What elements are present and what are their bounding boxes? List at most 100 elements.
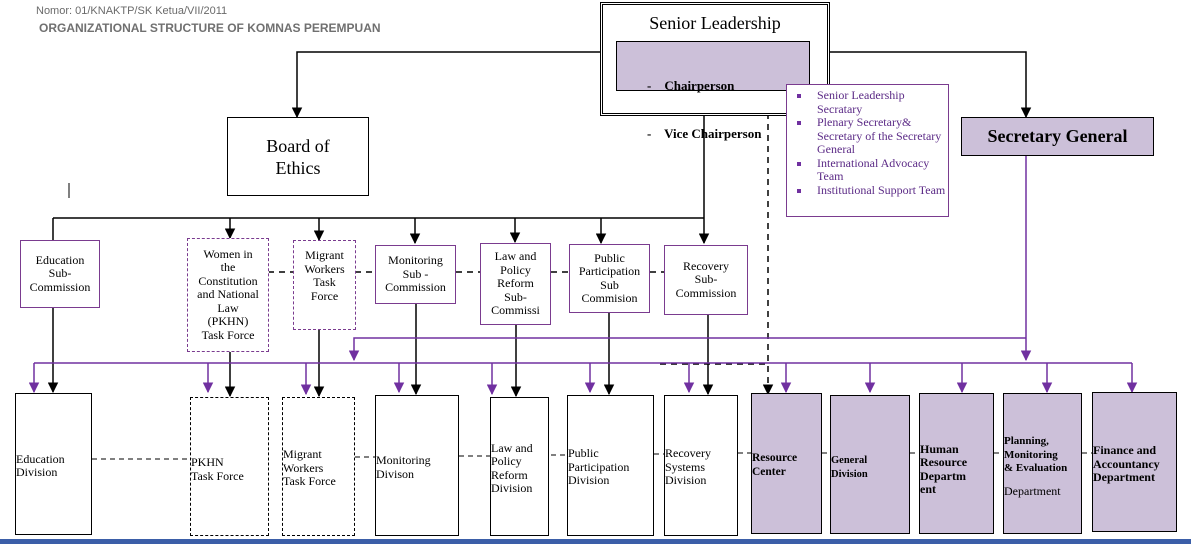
box-line: Resource — [752, 452, 798, 464]
box-line: Commission — [385, 280, 446, 295]
vice-chairperson-label: - Vice Chairperson — [647, 126, 762, 141]
box-line: (PKHN) — [207, 314, 249, 329]
box-line: Commission — [29, 279, 91, 294]
division-public-participation: Public Participation Division — [567, 395, 654, 536]
subcommission-law-policy-reform: Law and Policy Reform Sub- Commissi — [480, 243, 551, 325]
box-line: Sub- — [504, 289, 527, 304]
support-team-item: International Advocacy Team — [787, 156, 948, 184]
box-line: Sub- — [48, 266, 72, 281]
box-line: Divison — [376, 466, 415, 481]
box-line: Systems — [665, 459, 706, 474]
box-line: Force — [310, 288, 339, 303]
box-line: Commision — [581, 291, 638, 305]
box-line: Division — [491, 481, 533, 495]
page-title: ORGANIZATIONAL STRUCTURE OF KOMNAS PEREM… — [39, 21, 381, 35]
box-line: Participation — [568, 459, 630, 474]
board-of-ethics-box: Board of Ethics — [227, 117, 369, 196]
box-line: Workers — [304, 261, 345, 276]
box-line: Accountancy — [1093, 456, 1160, 471]
division-migrant-workers: Migrant Workers Task Force — [282, 397, 355, 536]
box-line: Monitoring — [376, 453, 431, 467]
box-line: Resource — [920, 455, 968, 469]
box-line: Education — [16, 451, 65, 466]
box-line: Planning, — [1004, 435, 1049, 447]
division-law-policy-reform: Law and Policy Reform Division — [490, 397, 549, 536]
box-line: & Evaluation — [1004, 462, 1068, 474]
document-number: Nomor: 01/KNAKTP/SK Ketua/VII/2011 — [36, 5, 228, 17]
box-line: Center — [752, 465, 786, 478]
box-line: Migrant — [305, 248, 344, 262]
support-teams-box: Senior Leadership Secratary Plenary Secr… — [786, 84, 949, 217]
box-line: Task Force — [191, 468, 244, 483]
board-of-ethics-line: Board of — [266, 135, 330, 156]
box-line: Sub- — [694, 272, 718, 287]
box-line: Task — [313, 275, 336, 289]
support-team-item: Institutional Support Team — [787, 183, 948, 198]
box-line: Task Force — [283, 474, 336, 489]
box-line: Monitoring — [1004, 448, 1058, 461]
box-line: Recovery — [683, 258, 729, 273]
box-line: Reform — [491, 467, 528, 482]
department-human-resource: Human Resource Departm ent — [919, 393, 994, 534]
box-line: Public — [594, 250, 625, 265]
bottom-accent-bar — [0, 539, 1191, 544]
box-line: Task Force — [201, 327, 255, 342]
box-line: Education — [35, 252, 85, 267]
box-line: Monitoring — [388, 253, 443, 268]
box-line: Policy — [491, 454, 522, 468]
box-line: Law and — [491, 440, 533, 455]
box-line: PKHN — [191, 455, 224, 469]
division-education: Education Division — [15, 393, 92, 535]
box-line: Human — [920, 441, 959, 456]
chairperson-box: - Chairperson - Vice Chairperson — [616, 41, 810, 141]
subcommission-public-participation: Public Participation Sub Commision — [569, 244, 650, 313]
box-line: Migrant — [283, 447, 322, 462]
subcommission-education: Education Sub- Commission — [20, 240, 100, 308]
chairperson-label: - Chairperson — [647, 78, 735, 93]
box-line: Workers — [283, 460, 324, 475]
box-line: Division — [16, 465, 58, 479]
box-line: Policy — [500, 262, 531, 277]
box-line: and National — [197, 287, 259, 302]
box-line: Department — [1004, 483, 1061, 498]
box-line: Division — [831, 468, 868, 480]
box-line: General — [831, 455, 868, 466]
box-line: ent — [920, 482, 936, 496]
support-team-item: Senior Leadership Secratary — [787, 88, 948, 116]
division-recovery-systems: Recovery Systems Division — [664, 395, 738, 536]
box-line: Public — [568, 446, 599, 461]
box-line: Recovery — [665, 446, 711, 461]
department-planning-monitoring-evaluation: Planning, Monitoring & Evaluation Depart… — [1003, 393, 1082, 534]
box-line: Commissi — [491, 303, 540, 318]
box-line: Department — [1093, 470, 1155, 485]
secretary-general-box: Secretary General — [961, 117, 1154, 156]
box-line: Sub — [600, 277, 619, 292]
box-line: Division — [665, 473, 707, 488]
box-line: Law — [217, 300, 239, 315]
box-line: Law and — [494, 249, 537, 264]
board-of-ethics-line: Ethics — [275, 157, 321, 178]
box-line: Reform — [497, 276, 534, 291]
senior-leadership-title: Senior Leadership — [649, 13, 781, 33]
division-monitoring: Monitoring Divison — [375, 395, 459, 536]
box-line: Finance and — [1093, 443, 1157, 458]
box-line: Women in — [203, 246, 253, 261]
division-pkhn-task-force: PKHN Task Force — [190, 397, 269, 536]
secretary-general-label: Secretary General — [987, 125, 1128, 146]
subcommission-monitoring: Monitoring Sub - Commission — [375, 245, 456, 304]
box-line: Sub - — [402, 266, 429, 281]
subcommission-recovery: Recovery Sub- Commission — [664, 245, 748, 315]
subcommission-migrant-task-force: Migrant Workers Task Force — [293, 240, 356, 330]
department-resource-center: Resource Center — [751, 393, 822, 534]
box-line: Commission — [675, 285, 737, 300]
subcommission-pkhn-task-force: Women in the Constitution and National L… — [187, 238, 269, 352]
box-line: the — [220, 260, 236, 275]
box-line: Division — [568, 473, 610, 488]
box-line: Departm — [920, 468, 966, 483]
department-finance-accountancy: Finance and Accountancy Department — [1092, 392, 1177, 532]
support-team-item: Plenary Secretary& Secretary of the Secr… — [787, 115, 948, 157]
box-line: Participation — [578, 264, 641, 278]
department-general-division: General Division — [830, 395, 910, 534]
box-line: Constitution — [198, 273, 258, 288]
